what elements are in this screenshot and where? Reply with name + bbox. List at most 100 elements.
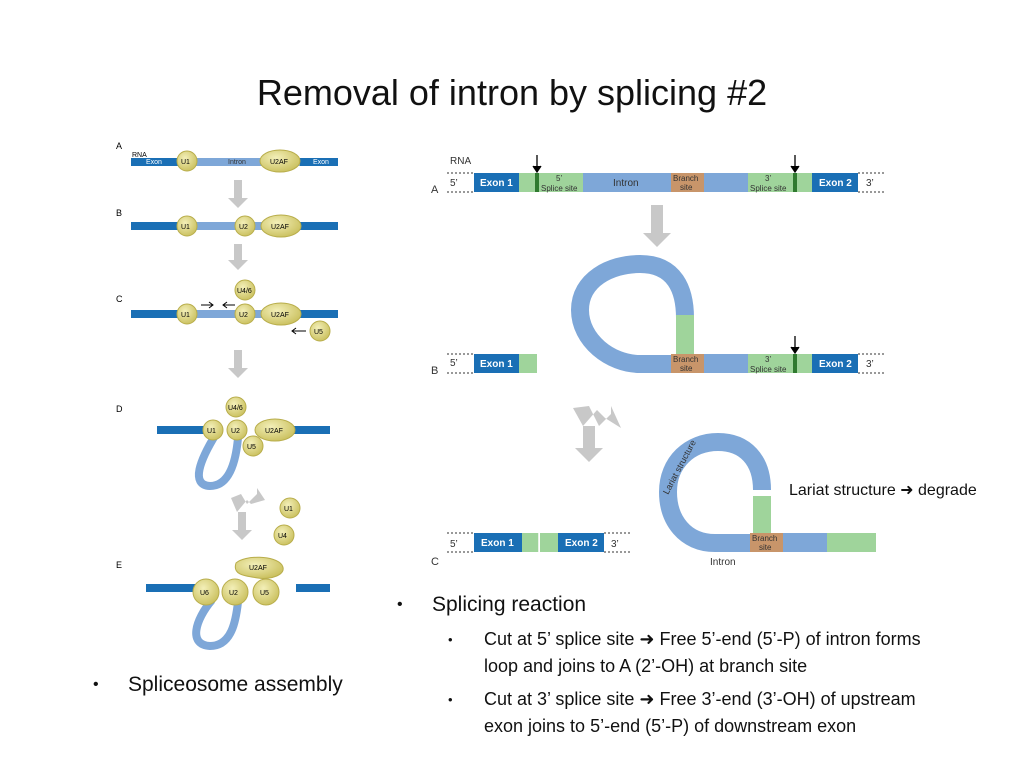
- left-c-u5: [309, 320, 331, 342]
- right-arrow-icon: ➜: [639, 689, 655, 709]
- bullet-cut5-a: Cut at 5’ splice site: [484, 629, 635, 649]
- right-a-splice5-num: 5’: [556, 174, 562, 183]
- bullet-cut3: Cut at 3’ splice site ➜ Free 3’-end (3’-…: [484, 686, 1014, 740]
- left-d-u5: [242, 435, 264, 457]
- left-c-u2: [234, 303, 256, 325]
- left-b-u2af: [260, 214, 302, 238]
- bullet-dot-cut3: •: [448, 692, 453, 707]
- left-released-u4: [273, 524, 295, 546]
- right-a-branch2: site: [680, 183, 693, 192]
- right-c-exon1-text: Exon 1: [481, 538, 514, 549]
- right-b-splice5-end: [519, 354, 537, 373]
- right-b-exon1-text: Exon 1: [480, 359, 513, 370]
- splicing-reaction-diagram: RNA A 5’ Exon 1 5’ Splice site Intron Br…: [431, 155, 885, 568]
- bullet-dot-splicing: •: [397, 596, 403, 613]
- right-c-lariat-splice5: [753, 496, 771, 534]
- right-a-cut5-arrow-icon: [532, 155, 542, 174]
- left-d-u46-text: U4/6: [228, 405, 243, 412]
- right-b-branch1: Branch: [673, 355, 698, 364]
- bullet-dot-spliceosome: •: [93, 676, 99, 693]
- left-e-exon-right: [296, 584, 330, 592]
- right-c-splice3-tail: [827, 533, 876, 552]
- left-b-u1: [176, 215, 198, 237]
- left-arrow-1: [228, 180, 248, 208]
- spliceosome-assembly-diagram: A RNA Exon Intron Exon U1 U2AF B U1 U2 U…: [116, 141, 338, 651]
- right-a-exon2: [812, 173, 858, 192]
- right-a-intron-text: Intron: [613, 178, 639, 189]
- left-released-u1-text: U1: [284, 506, 293, 513]
- left-panel-d-label: D: [116, 404, 123, 414]
- lariat-note: Lariat structure ➜ degrade: [789, 480, 977, 500]
- right-a-branch1: Branch: [673, 174, 698, 183]
- left-e-u2: [221, 578, 249, 606]
- left-e-intron-loop: [192, 597, 242, 651]
- right-c-lariat: [658, 432, 771, 552]
- left-d-u1: [202, 419, 224, 441]
- right-a-branch: [671, 173, 704, 192]
- lariat-note-degrade: degrade: [918, 482, 977, 499]
- right-panel-b-label: B: [431, 365, 438, 377]
- left-a-intron: [185, 158, 300, 166]
- left-b-exon-left: [131, 222, 185, 230]
- left-e-u5: [252, 578, 280, 606]
- left-panel-c-label: C: [116, 294, 123, 304]
- right-c-exon1: [474, 533, 522, 552]
- right-c-intron-text: Intron: [710, 557, 736, 568]
- left-c-u5-text: U5: [314, 329, 323, 336]
- left-e-u2-text: U2: [229, 590, 238, 597]
- left-d-exon-left: [157, 426, 217, 434]
- bullet-cut5: Cut at 5’ splice site ➜ Free 5’-end (5’-…: [484, 626, 1014, 680]
- left-c-u2-text: U2: [239, 312, 248, 319]
- right-arrow-icon: ➜: [639, 629, 655, 649]
- left-released-u4-text: U4: [278, 533, 287, 540]
- right-a-exon1: [474, 173, 519, 192]
- bullet-spliceosome-assembly: Spliceosome assembly: [128, 673, 343, 696]
- right-b-branch2: site: [680, 364, 693, 373]
- right-b-splice3-mark: [793, 354, 797, 373]
- left-d-exon-right: [290, 426, 330, 434]
- right-a-three: 3’: [866, 178, 874, 189]
- right-c-intron-tail: [783, 533, 827, 552]
- bullet-cut3-b: Free 3’-end (3’-OH) of upstream: [659, 689, 916, 709]
- right-b-splice3-text: Splice site: [750, 365, 787, 374]
- right-c-ligated-right: [540, 533, 558, 552]
- right-c-ligated-left: [522, 533, 539, 552]
- right-c-three: 3’: [611, 539, 619, 550]
- right-a-cut3-arrow-icon: [790, 155, 800, 174]
- left-d-u5-text: U5: [247, 444, 256, 451]
- left-b-u2af-text: U2AF: [271, 224, 289, 231]
- right-b-three: 3’: [866, 359, 874, 370]
- left-e-u6: [192, 578, 220, 606]
- left-d-u1-text: U1: [207, 428, 216, 435]
- left-b-u2-text: U2: [239, 224, 248, 231]
- lariat-note-text: Lariat structure: [789, 482, 896, 499]
- right-a-splice3-num: 3’: [765, 174, 771, 183]
- left-d-u2af-text: U2AF: [265, 428, 283, 435]
- left-c-u46-text: U4/6: [237, 288, 252, 295]
- left-arrow-2: [228, 244, 248, 270]
- bullet-splicing-reaction: Splicing reaction: [432, 593, 587, 616]
- right-b-branch: [671, 354, 704, 373]
- right-c-branch1: Branch: [752, 534, 777, 543]
- right-b-five: 5’: [450, 358, 458, 369]
- left-panel-b-label: B: [116, 208, 122, 218]
- left-rna-label: RNA: [132, 152, 147, 159]
- left-e-u5-text: U5: [260, 590, 269, 597]
- right-a-splice5-text: Splice site: [541, 184, 578, 193]
- right-c-five: 5’: [450, 539, 458, 550]
- left-a-u2af: [259, 149, 301, 173]
- left-c-arrow-u5-icon: [291, 327, 306, 335]
- right-b-exon2-text: Exon 2: [819, 359, 852, 370]
- left-e-u6-text: U6: [200, 590, 209, 597]
- left-d-u46: [225, 396, 247, 418]
- right-b-exon1: [474, 354, 519, 373]
- left-e-exon-left: [146, 584, 206, 592]
- slide-title: Removal of intron by splicing #2: [256, 72, 768, 113]
- right-panel-c-label: C: [431, 556, 439, 568]
- left-a-u1: [176, 150, 198, 172]
- right-a-exon1-text: Exon 1: [480, 178, 513, 189]
- left-panel-e-label: E: [116, 560, 122, 570]
- right-b-cut3-arrow-icon: [790, 336, 800, 355]
- left-c-u1: [176, 303, 198, 325]
- left-arrow-3: [228, 350, 248, 378]
